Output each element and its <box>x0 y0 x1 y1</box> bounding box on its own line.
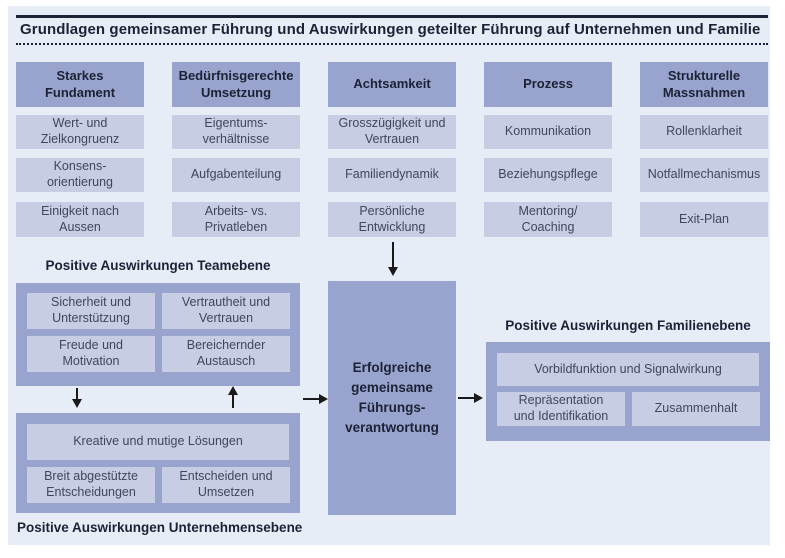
item-eigentumsverhaeltnisse: Eigentums- verhältnisse <box>172 115 300 149</box>
item-wert-und-zielkongruenz: Wert- und Zielkongruenz <box>16 115 144 149</box>
item-familiendynamik: Familiendynamik <box>328 158 456 192</box>
header-achtsamkeit: Achtsamkeit <box>328 62 456 107</box>
header-starkes-fundament: Starkes Fundament <box>16 62 144 107</box>
item-beziehungspflege: Beziehungspflege <box>484 158 612 192</box>
item-repraesentation-und-identifikation: Repräsentation und Identifikation <box>497 392 625 426</box>
item-konsensorientierung: Konsens- orientierung <box>16 158 144 192</box>
item-freude-und-motivation: Freude und Motivation <box>27 336 155 372</box>
item-grosszuegigkeit-und-vertrauen: Grosszügigkeit und Vertrauen <box>328 115 456 149</box>
item-einigkeit-nach-aussen: Einigkeit nach Aussen <box>16 202 144 237</box>
item-bereichernder-austausch: Bereichernder Austausch <box>162 336 290 372</box>
item-entscheiden-und-umsetzen: Entscheiden und Umsetzen <box>162 467 290 503</box>
label-unternehmensebene: Positive Auswirkungen Unternehmensebene <box>17 520 303 535</box>
item-sicherheit-und-unterstuetzung: Sicherheit und Unterstützung <box>27 293 155 329</box>
item-arbeits-vs-privatleben: Arbeits- vs. Privatleben <box>172 202 300 237</box>
page-title: Grundlagen gemeinsamer Führung und Auswi… <box>20 21 761 38</box>
item-zusammenhalt: Zusammenhalt <box>632 392 760 426</box>
label-teamebene: Positive Auswirkungen Teamebene <box>45 258 271 273</box>
center-box-erfolgreiche-fuehrungsverantwortung: Erfolgreiche gemeinsame Führungs- verant… <box>328 281 456 515</box>
header-strukturelle-massnahmen: Strukturelle Massnahmen <box>640 62 768 107</box>
item-notfallmechanismus: Notfallmechanismus <box>640 158 768 192</box>
item-vertrautheit-und-vertrauen: Vertrautheit und Vertrauen <box>162 293 290 329</box>
header-prozess: Prozess <box>484 62 612 107</box>
header-beduerfnisgerechte-umsetzung: Bedürfnisgerechte Umsetzung <box>172 62 300 107</box>
item-rollenklarheit: Rollenklarheit <box>640 115 768 149</box>
item-persoenliche-entwicklung: Persönliche Entwicklung <box>328 202 456 237</box>
item-exit-plan: Exit-Plan <box>640 202 768 237</box>
item-aufgabenteilung: Aufgabenteilung <box>172 158 300 192</box>
item-kommunikation: Kommunikation <box>484 115 612 149</box>
item-vorbildfunktion-und-signalwirkung: Vorbildfunktion und Signalwirkung <box>497 353 759 386</box>
item-breit-abgestuetzte-entscheidungen: Breit abgestützte Entscheidungen <box>27 467 155 503</box>
item-mentoring-coaching: Mentoring/ Coaching <box>484 202 612 237</box>
item-kreative-und-mutige-loesungen: Kreative und mutige Lösungen <box>27 424 289 460</box>
label-familienebene: Positive Auswirkungen Familienebene <box>505 318 751 333</box>
title-block: Grundlagen gemeinsamer Führung und Auswi… <box>16 15 768 45</box>
